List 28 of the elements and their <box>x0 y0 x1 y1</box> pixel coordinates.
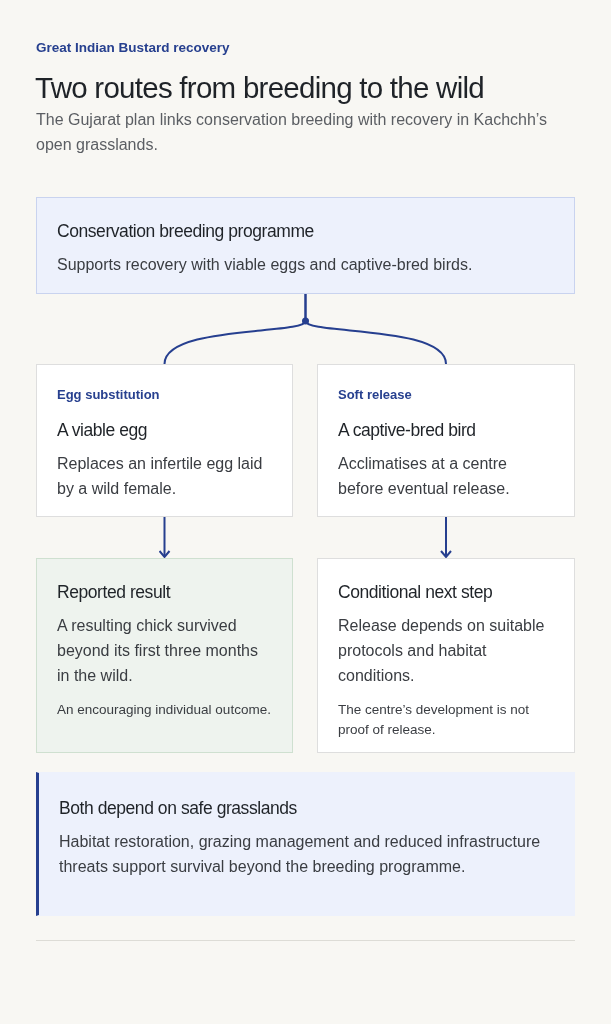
process-box <box>36 197 575 294</box>
box-text: Acclimatises at a centre before eventual release. <box>338 453 511 499</box>
process-box <box>36 364 293 517</box>
box-text: Supports recovery with viable eggs and captive-bred birds. <box>57 255 474 276</box>
process-box <box>317 558 575 753</box>
connector-line <box>304 293 447 365</box>
box-heading: Reported result <box>57 581 172 604</box>
box-heading: Conservation breeding programme <box>57 220 315 243</box>
arrow <box>158 516 171 558</box>
box-text: Release depends on suitable protocols and habitat conditions. <box>338 616 546 687</box>
box-heading: Both depend on safe grasslands <box>59 797 298 820</box>
kicker-text: Great Indian Bustard recovery <box>36 39 230 57</box>
process-box <box>317 364 575 517</box>
category-label: Egg substitution <box>57 386 161 404</box>
box-text: Replaces an infertile egg laid by a wild female. <box>57 453 264 499</box>
category-label: Soft release <box>338 386 413 404</box>
callout-panel <box>36 772 575 916</box>
note-text: The centre’s development is not proof of release. <box>338 701 531 740</box>
box-heading: A viable egg <box>57 418 149 442</box>
title: Two routes from breeding to the wild <box>35 70 484 106</box>
box-text: A resulting chick survived beyond its first three months in the wild. <box>57 616 259 687</box>
process-box <box>36 558 293 753</box>
arrow <box>440 516 452 558</box>
subtitle-text: The Gujarat plan links conservation breeding with recovery in Kachchh’s open grasslands. <box>36 110 549 155</box>
note-text: An encouraging individual outcome. <box>57 701 272 720</box>
box-heading: Conditional next step <box>338 581 494 604</box>
box-text: Habitat restoration, grazing management and reduced infrastructure threats support survival beyond the breeding programme. <box>59 832 542 878</box>
box-heading: A captive-bred bird <box>338 418 477 442</box>
